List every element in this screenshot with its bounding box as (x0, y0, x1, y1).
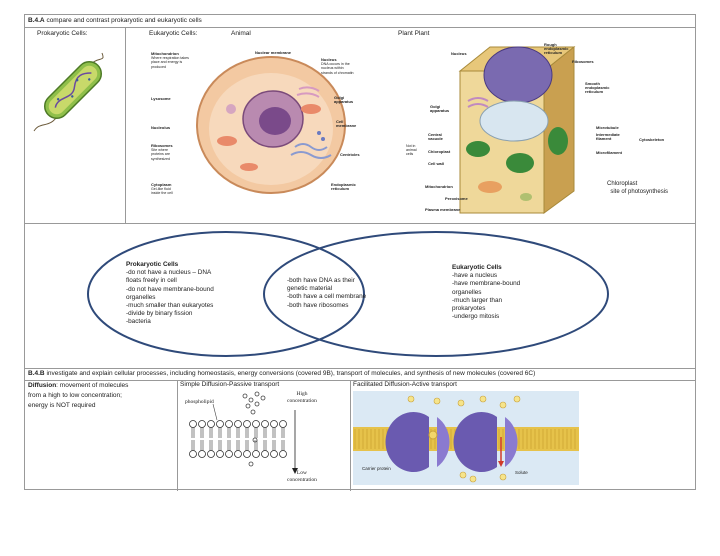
eukaryotic-circle (263, 231, 609, 357)
definition-line: from a high to low concentration; (28, 392, 122, 399)
plant-label: Plant Plant (398, 30, 430, 37)
section-header-b4a: B.4.A compare and contrast prokaryotic a… (25, 15, 695, 28)
bacterium-illustration (33, 52, 104, 132)
plant-chloroplast-label: Chloroplast (428, 149, 451, 154)
list-item: -do not have membrane-bound (126, 285, 214, 293)
eukaryotic-traits: Eukaryotic Cells -have a nucleus -have m… (452, 264, 520, 321)
plant-ribosomes-label: Ribosomes (572, 59, 594, 64)
list-item: -both have ribosomes (287, 301, 349, 309)
phospholipid-label: phospholipid (185, 399, 214, 405)
list-item: floats freely in cell (126, 277, 177, 285)
prokaryotic-title: Prokaryotic Cells (126, 261, 179, 268)
plant-nucleus-label: Nucleus (451, 51, 467, 56)
plant-mitochondrion-label: Mitochondrion (425, 184, 453, 189)
membrane-protein-illustration (353, 391, 579, 485)
chloroplast-note: Chloroplast site of photosynthesis (607, 181, 669, 195)
prokaryotic-label: Prokaryotic Cells: (37, 30, 88, 37)
list-item: -do not have a nucleus – DNA (126, 269, 212, 277)
eukaryotic-label: Eukaryotic Cells: (149, 30, 198, 37)
shared-traits: -both have DNA as their genetic material… (287, 277, 366, 310)
prokaryotic-traits: Prokaryotic Cells -do not have a nucleus… (126, 261, 214, 327)
worksheet: B.4.A compare and contrast prokaryotic a… (24, 14, 696, 491)
microfilament-label: Microfilament (596, 150, 623, 155)
list-item: prokaryotes (452, 305, 486, 313)
list-item: -much smaller than eukaryotes (126, 302, 214, 310)
list-item: -have membrane-bound (452, 280, 521, 288)
nuclear-membrane-label: Nuclear membrane (255, 50, 292, 55)
definition-line: : movement of molecules (56, 382, 129, 389)
animal-label: Animal (231, 30, 251, 37)
cell-wall-label: Cell wall (428, 161, 445, 166)
definition-line: energy is NOT required (28, 402, 96, 409)
simple-diffusion-panel: Simple Diffusion-Passive transport phosp… (177, 380, 351, 491)
standard-code: B.4.A (28, 17, 45, 24)
bilayer-illustration (189, 391, 298, 474)
list-item: organelles (452, 288, 482, 296)
standard-text: compare and contrast prokaryotic and euk… (46, 17, 202, 24)
list-item: -much larger than (452, 296, 503, 304)
list-item: genetic material (287, 285, 333, 293)
solute-label: Solute (515, 470, 528, 475)
prokaryotic-circle (87, 231, 365, 357)
standard-text: investigate and explain cellular process… (46, 370, 536, 377)
venn-diagram (87, 231, 609, 357)
facilitated-diffusion-title: Facilitated Diffusion-Active transport (353, 381, 457, 388)
cells-row: Prokaryotic Cells: Eukaryotic Cells: Ani… (25, 27, 695, 224)
prokaryotic-panel: Prokaryotic Cells: (25, 27, 126, 223)
peroxisome-label: Peroxisome (445, 196, 468, 201)
animal-cell-illustration (196, 56, 346, 194)
list-item: -both have DNA as their (287, 277, 355, 284)
microtubule-label: Microtubule (596, 125, 619, 130)
list-item: -undergo mitosis (452, 313, 500, 321)
transport-row: Diffusion: movement of molecules from a … (25, 380, 695, 491)
list-item: -have a nucleus (452, 272, 498, 280)
eukaryotic-title: Eukaryotic Cells (452, 264, 502, 271)
facilitated-diffusion-panel: Facilitated Diffusion-Active transport C… (350, 380, 695, 491)
venn-diagram-panel: Prokaryotic Cells -do not have a nucleus… (25, 223, 695, 369)
standard-code: B.4.B (28, 370, 45, 377)
simple-diffusion-title: Simple Diffusion-Passive transport (180, 381, 280, 388)
diffusion-definition: Diffusion: movement of molecules from a … (28, 381, 176, 411)
nucleolus-label: Nucleolus (151, 125, 171, 130)
list-item: organelles (126, 293, 156, 301)
list-item: -bacteria (126, 318, 151, 326)
plant-cell-illustration (458, 45, 576, 214)
diffusion-definition-panel: Diffusion: movement of molecules from a … (25, 380, 178, 491)
centrioles-label: Centrioles (340, 152, 360, 157)
cytoskeleton-label: Cytoskeleton (639, 137, 665, 142)
list-item: -divide by binary fission (126, 310, 193, 318)
diffusion-term: Diffusion (28, 382, 57, 389)
list-item: -both have a cell membrane (287, 293, 367, 301)
carrier-protein-label: Carrier protein (362, 466, 391, 471)
plasma-membrane-label: Plasma membrane (425, 207, 461, 212)
section-header-b4b: B.4.B investigate and explain cellular p… (25, 368, 695, 381)
lysosome-label: Lysosome (151, 96, 171, 101)
